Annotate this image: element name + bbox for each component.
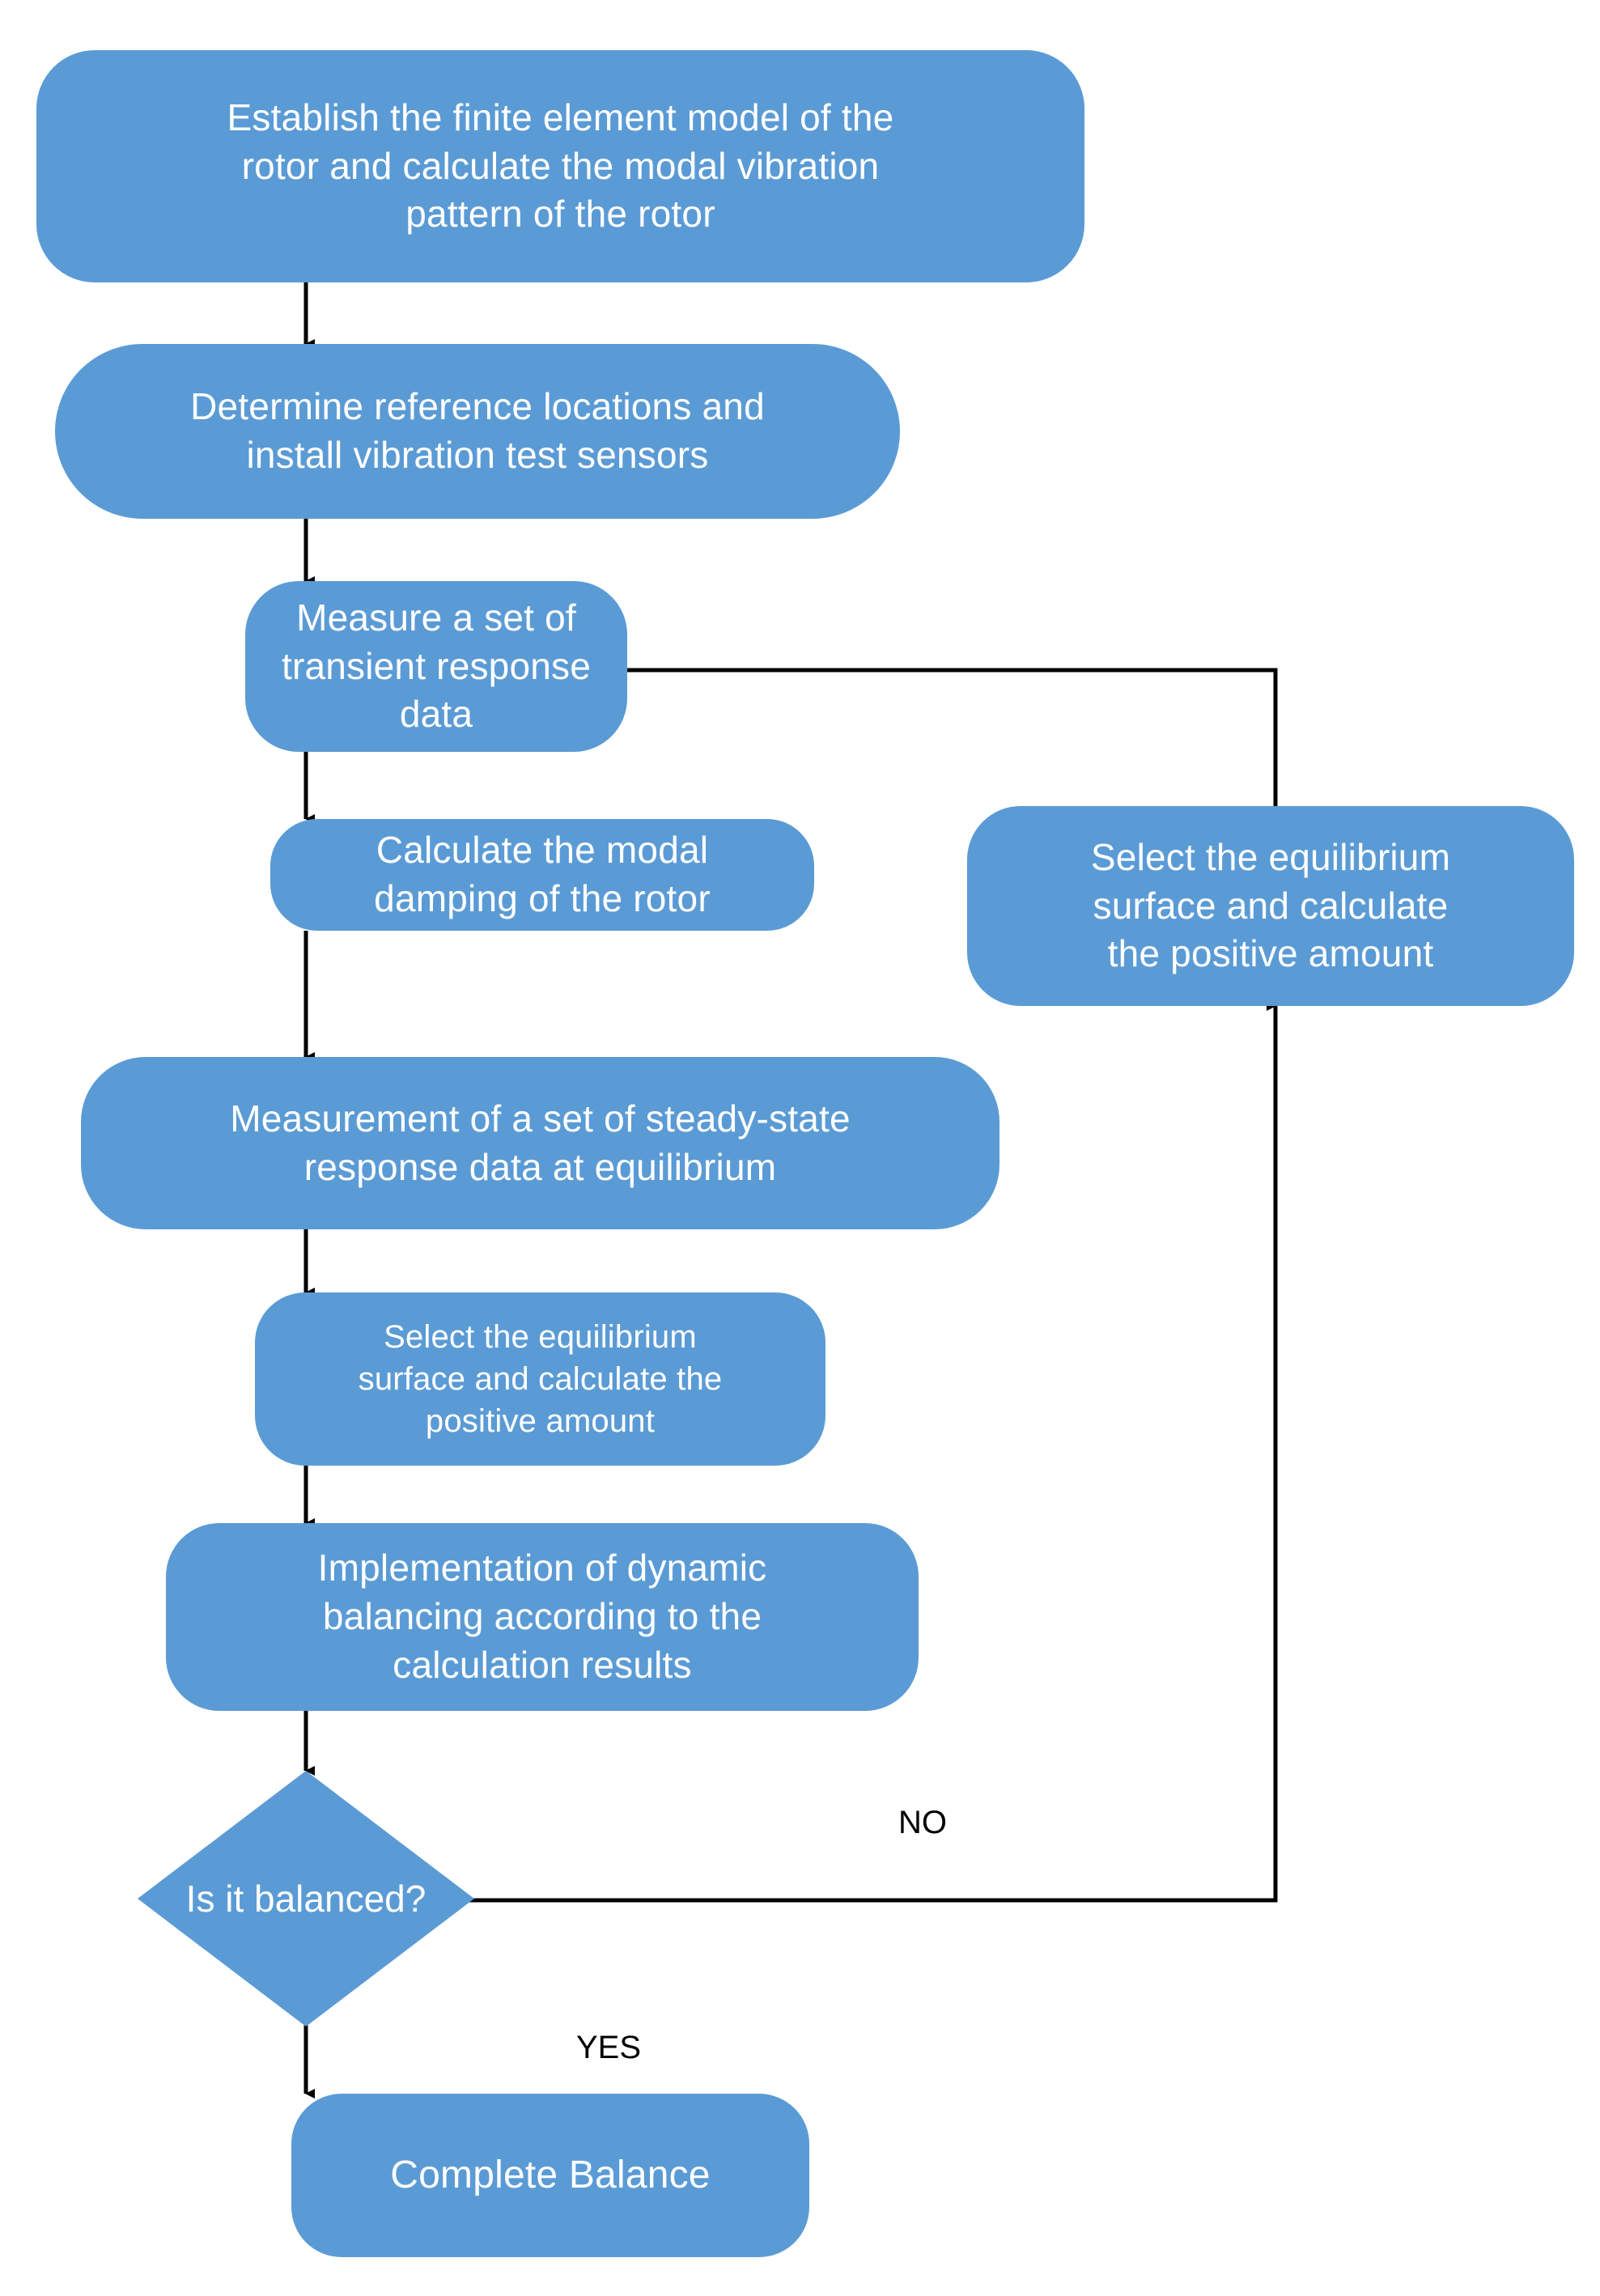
node-label: Establish the finite element model of th…	[227, 95, 894, 236]
edge-label-no-text: NO	[898, 1805, 947, 1840]
node-implement-dynamic-balancing[interactable]: Implementation of dynamic balancing acco…	[166, 1523, 919, 1711]
node-label: Complete Balance	[390, 2153, 711, 2196]
node-measure-steady-state-response[interactable]: Measurement of a set of steady-state res…	[81, 1057, 999, 1229]
node-label: Select the equilibrium surface and calcu…	[1090, 835, 1451, 975]
node-decision-is-it-balanced[interactable]: Is it balanced?	[138, 1771, 474, 2027]
edge-label-yes-text: YES	[576, 2030, 642, 2065]
diamond-shape	[138, 1771, 474, 2027]
node-label: Select the equilibrium surface and calcu…	[358, 1319, 723, 1439]
node-label: Determine reference locations and instal…	[190, 385, 765, 476]
edge-label-no: NO	[898, 1806, 947, 1839]
node-label: Calculate the modal damping of the rotor	[374, 829, 711, 919]
edge-label-yes: YES	[576, 2031, 641, 2064]
node-complete-balance[interactable]: Complete Balance	[291, 2094, 809, 2257]
node-calculate-modal-damping[interactable]: Calculate the modal damping of the rotor	[270, 819, 814, 931]
node-label: Measurement of a set of steady-state res…	[230, 1097, 851, 1188]
node-select-equilibrium-surface-left[interactable]: Select the equilibrium surface and calcu…	[255, 1292, 825, 1466]
node-measure-transient-response[interactable]: Measure a set of transient response data	[245, 581, 627, 752]
node-establish-fe-model[interactable]: Establish the finite element model of th…	[36, 50, 1084, 282]
node-label: Measure a set of transient response data	[281, 596, 592, 736]
node-label: Implementation of dynamic balancing acco…	[317, 1547, 767, 1686]
node-select-equilibrium-surface-right[interactable]: Select the equilibrium surface and calcu…	[967, 806, 1574, 1006]
node-determine-reference-locations[interactable]: Determine reference locations and instal…	[55, 344, 900, 519]
